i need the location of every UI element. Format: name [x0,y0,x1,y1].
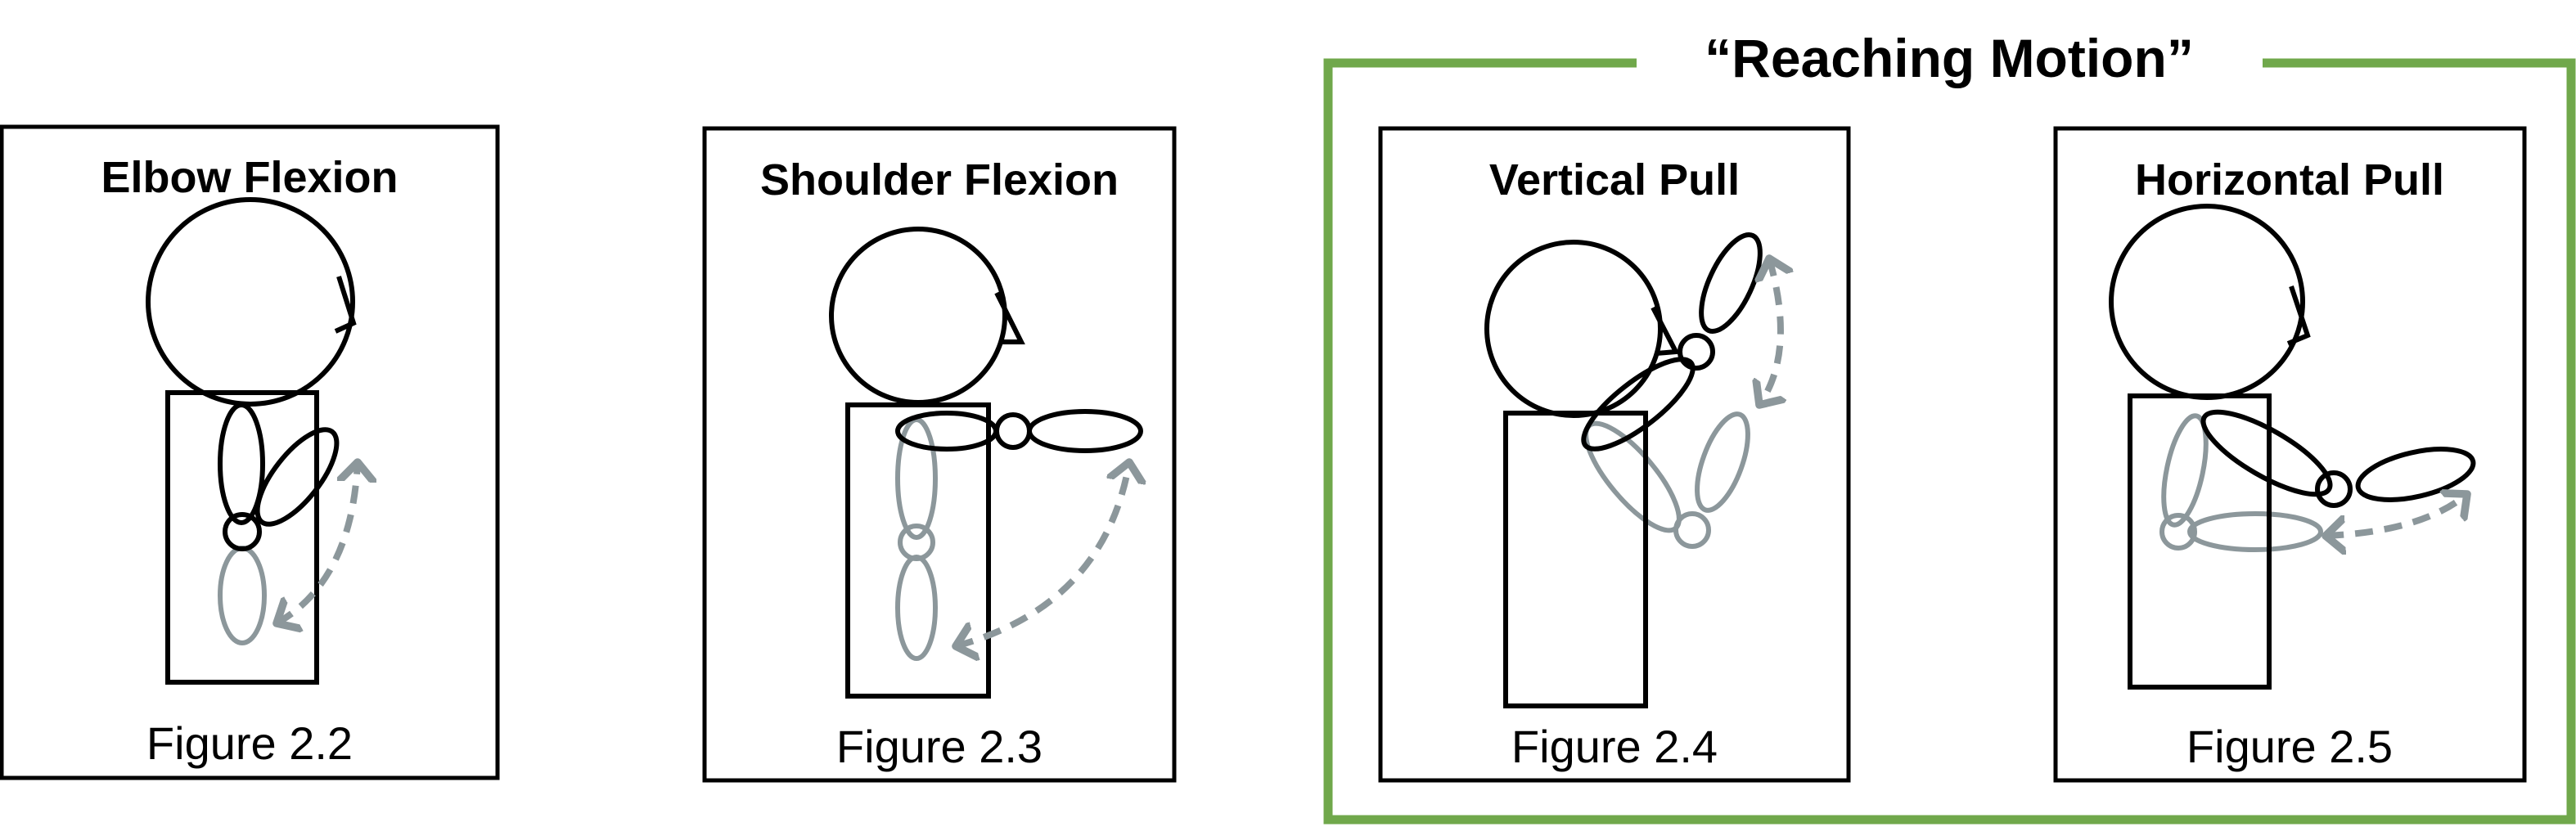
stick-figure [2109,204,2476,690]
figure-caption: Figure 2.4 [1511,721,1718,772]
nose [2286,285,2311,346]
panel-frame [0,124,500,780]
ghost-forearm [218,546,267,645]
upper-arm [218,402,265,525]
figure-caption: Figure 2.3 [836,721,1043,772]
stick-figure [146,197,357,685]
stick-figure [1484,231,1763,708]
panel-title: Horizontal Pull [2135,155,2444,205]
panel-elbow-flexion: Elbow Flexion Figure 2.2 [0,124,500,780]
nose [1651,306,1680,356]
forearm [2355,447,2476,502]
torso [165,390,319,685]
panel-title: Elbow Flexion [101,153,398,202]
panel-shoulder-flexion: Shoulder Flexion Figure 2.3 [702,126,1177,783]
forearm [1699,231,1763,335]
panel-title: Shoulder Flexion [760,155,1119,205]
motion-arrow [2326,494,2467,536]
panel-frame [1378,126,1851,783]
motion-arrow [277,462,358,623]
nose [334,276,357,334]
torso [1503,411,1648,708]
reaching-motion-group: “Reaching Motion” [1323,28,2576,825]
elbow-joint [223,512,262,551]
ghost-arm [895,417,938,661]
panel-frame [2053,126,2527,783]
elbow-joint [2315,470,2353,508]
head [2109,204,2305,400]
motion-arrow [956,462,1129,646]
motion-arrow [1759,258,1781,405]
panel-horizontal-pull: Horizontal Pull Figure 2.5 [2053,126,2527,783]
panel-frame [702,126,1177,783]
ghost-arm [1583,411,1750,549]
group-title: “Reaching Motion” [1705,28,2194,88]
upper-arm [2200,409,2333,497]
figure-caption: Figure 2.2 [146,717,353,769]
panel-title: Vertical Pull [1489,155,1740,205]
forearm [1027,409,1143,453]
elbow-joint [1678,333,1715,371]
upper-arm [1581,357,1696,452]
figure-caption: Figure 2.5 [2186,721,2393,772]
upper-arm [895,411,998,452]
elbow-joint [994,412,1032,450]
nose [994,291,1025,344]
ghost-arm [2159,413,2323,552]
torso [2128,393,2272,690]
head [829,227,1007,405]
head [1484,240,1663,418]
panel-vertical-pull: Vertical Pull Figure 2.4 [1378,126,1851,783]
group-border [1323,58,2576,825]
head [146,197,355,407]
stick-figure [829,227,1143,699]
